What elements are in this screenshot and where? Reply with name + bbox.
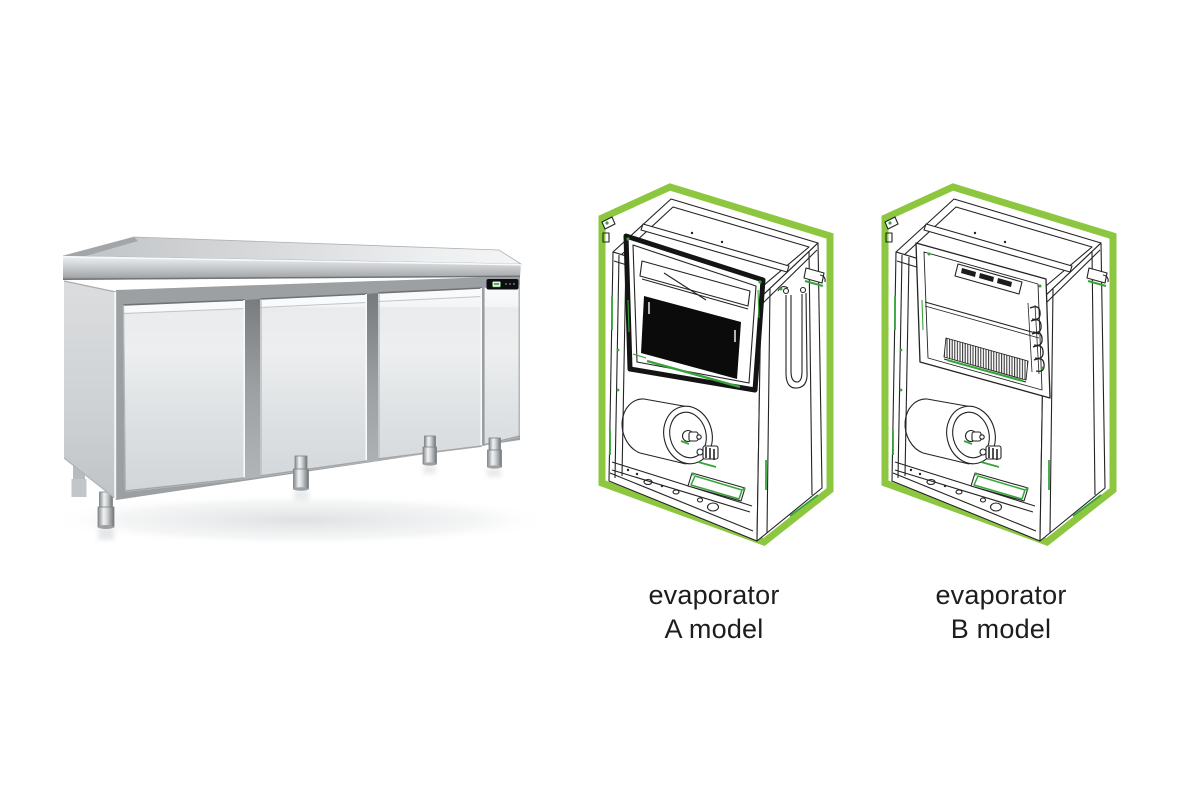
temperature-display [486,279,519,290]
door-gap [367,293,378,462]
valve-fitting [696,445,719,460]
caption-line: A model [664,614,764,644]
side-tube-loop [777,285,808,389]
floor-shadow [42,465,558,546]
door-gap [245,299,260,479]
drip-tray [611,461,753,513]
legs [97,435,502,529]
left-side-panel [63,280,117,500]
caption-line: evaporator [648,580,780,610]
leg [422,435,437,466]
leg [97,491,115,529]
evaporator-a-module [623,233,808,393]
leg [293,455,309,491]
coil-return-bends [1027,302,1045,375]
evaporator-diagrams [598,183,1130,546]
green-accents [605,221,824,517]
door-middle [259,293,368,477]
coil-block [641,296,741,379]
refrigerated-counter-illustration [42,236,558,546]
evaporator-b-module [915,242,1051,399]
control-column [482,285,521,446]
fin-block [943,337,1029,381]
door-left [122,299,246,493]
leg [487,437,502,469]
evaporator-a-caption: evaporator A model [554,578,874,646]
worktop [62,236,523,280]
evaporator-b-caption: evaporator B model [841,578,1161,646]
green-border [598,183,834,546]
caption-line: B model [950,614,1052,644]
door-right [377,287,483,460]
caption-line: evaporator [935,580,1067,610]
